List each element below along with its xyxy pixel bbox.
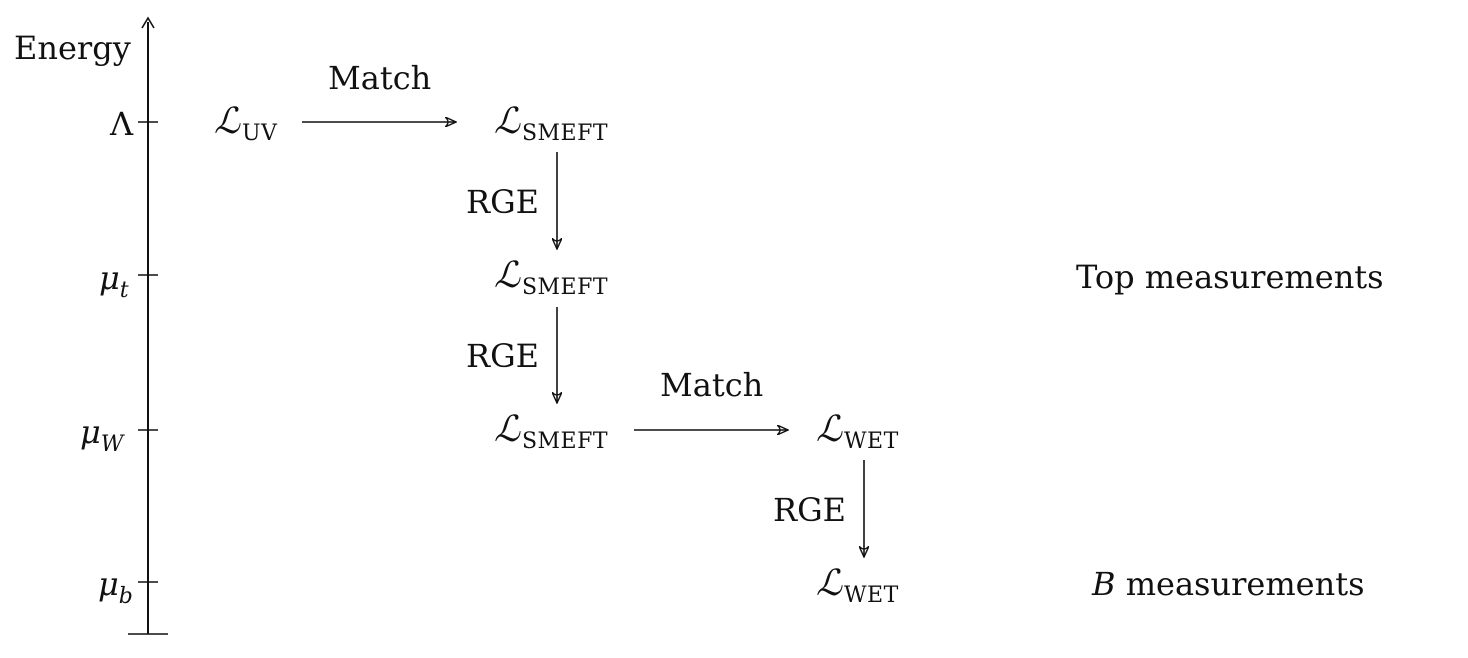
top-measurements-label: Top measurements <box>1076 258 1384 296</box>
energy-axis-arrowhead <box>141 16 155 29</box>
axis-title: Energy <box>14 29 131 67</box>
scale-label-mu-w: μW <box>80 413 124 457</box>
edge-label-match-1: Match <box>328 59 432 97</box>
scale-label-mu-b: μb <box>98 565 133 609</box>
edge-label-rge-3: RGE <box>773 491 847 529</box>
node-l-wet-b: ℒWET <box>816 563 899 608</box>
node-l-smeft-lambda: ℒSMEFT <box>494 101 609 146</box>
edge-label-match-2: Match <box>660 366 764 404</box>
scale-label-lambda: Λ <box>110 105 134 143</box>
node-l-smeft-top: ℒSMEFT <box>494 255 609 300</box>
scale-label-mu-t: μt <box>99 259 129 303</box>
edge-label-rge-1: RGE <box>466 183 540 221</box>
node-l-wet-w: ℒWET <box>816 409 899 454</box>
b-measurements-label: B measurements <box>1092 565 1365 603</box>
node-l-smeft-w: ℒSMEFT <box>494 409 609 454</box>
node-l-uv: ℒUV <box>214 101 278 146</box>
edge-label-rge-2: RGE <box>466 337 540 375</box>
